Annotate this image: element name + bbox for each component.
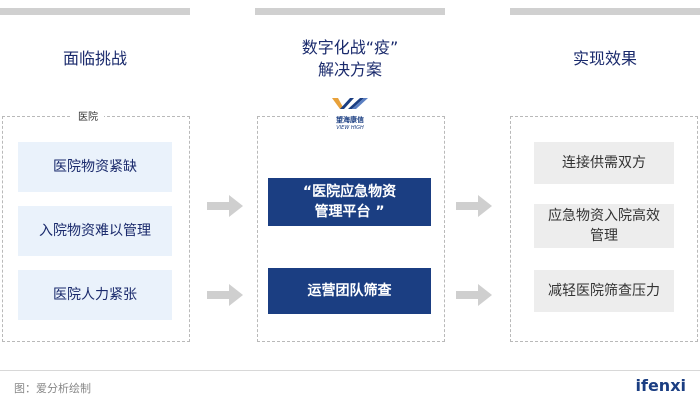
right-column-title: 实现效果 — [572, 49, 637, 68]
challenge-item: 医院物资紧缺 — [18, 142, 172, 192]
top-bar-left — [0, 8, 190, 15]
arrow-right-icon — [207, 195, 243, 217]
brand-logo: ifenxi — [635, 376, 687, 395]
top-bar-right — [510, 8, 700, 15]
result-item: 减轻医院筛查压力 — [534, 270, 674, 312]
viewhigh-logo-icon — [332, 98, 368, 109]
top-bar-middle — [255, 8, 445, 15]
arrow-right-icon — [456, 284, 492, 306]
middle-column-title: 数字化战“疫” 解决方案 — [301, 38, 399, 79]
logo-subtitle: VIEW HIGH — [336, 125, 364, 131]
left-column-title: 面临挑战 — [62, 49, 127, 68]
result-item: 应急物资入院高效 管理 — [534, 204, 674, 248]
arrow-right-icon — [207, 284, 243, 306]
source-note: 图：爱分析绘制 — [14, 382, 91, 395]
logo-name: 望海康信 — [336, 116, 364, 124]
footer-divider — [0, 370, 700, 371]
arrow-right-icon — [456, 195, 492, 217]
hospital-label: 医院 — [72, 108, 104, 123]
right-dashed-container — [510, 116, 698, 342]
viewhigh-logo: 望海康信 VIEW HIGH — [328, 96, 372, 131]
result-item: 连接供需双方 — [534, 142, 674, 184]
challenge-item: 入院物资难以管理 — [18, 206, 172, 256]
solution-item: 运营团队筛查 — [268, 268, 431, 314]
solution-item: “医院应急物资 管理平台 ” — [268, 178, 431, 226]
challenge-item: 医院人力紧张 — [18, 270, 172, 320]
